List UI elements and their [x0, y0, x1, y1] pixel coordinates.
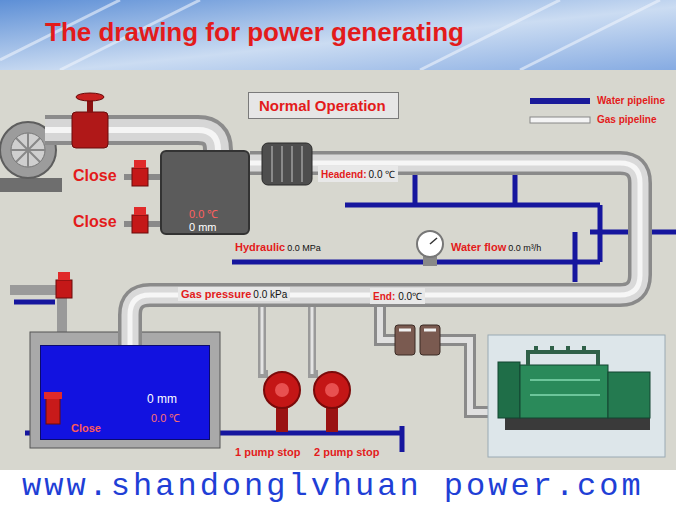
filter-band: [399, 329, 436, 332]
valve-actuator: [44, 392, 62, 399]
readout: Gas pressure0.0 kPa: [178, 287, 290, 301]
genset-radiator: [498, 362, 520, 418]
pump-hub: [325, 383, 339, 397]
reading-value: 0.0 MPa: [287, 243, 321, 253]
pump-state: 1 pump stop: [235, 446, 300, 458]
panel-ground: [0, 70, 676, 470]
pump-pipes: [262, 305, 318, 374]
gate-valve: [72, 112, 108, 148]
reading-value: 0.0 m³/h: [508, 243, 541, 253]
genset-engine: [520, 365, 608, 418]
readout: End:0.0℃: [370, 288, 425, 304]
water-pipeline: [14, 155, 676, 452]
scrubber-tank: 0.0 ℃0 mm: [160, 150, 250, 235]
genset-base: [505, 418, 650, 430]
reading-name: End:: [373, 291, 395, 302]
valve-actuator: [58, 272, 70, 280]
readout: Water flow0.0 m³/h: [448, 240, 544, 254]
water-tank: 0 mm 0.0 ℃ Close: [40, 345, 210, 440]
temperature-value: 0.0 ℃: [151, 410, 180, 425]
header-streaks: [0, 0, 660, 70]
pump-state: 2 pump stop: [314, 446, 379, 458]
reading-name: Headend:: [321, 169, 367, 180]
gas-branch-shine: [380, 305, 492, 412]
temperature-value: 0.0 ℃: [189, 206, 218, 221]
reading-value: 0.0 ℃: [369, 167, 396, 181]
reading-name: Water flow: [451, 241, 506, 253]
gauge-needle: [430, 238, 437, 244]
fan-base: [0, 178, 62, 192]
footer-ground: [0, 470, 676, 505]
valve-wheel: [76, 93, 104, 101]
tank-shell: [30, 332, 220, 448]
solenoid-valve: [56, 280, 72, 298]
flow-gauge: [417, 231, 443, 257]
fan-wheel: [11, 133, 45, 167]
reading-value: 0.0 kPa: [253, 289, 287, 300]
water-pump: [264, 372, 300, 408]
legend-text: Water pipeline: [597, 95, 665, 106]
engine-detail: [530, 380, 600, 395]
filter-ribs: [272, 146, 302, 182]
valve-actuator: [134, 207, 146, 215]
gas-branch-pipe: [380, 305, 492, 412]
reading-name: Gas pressure: [181, 288, 251, 300]
pump-pipe-shine: [262, 305, 312, 374]
status-text: Normal Operation: [259, 97, 388, 114]
solenoid-valve: [132, 168, 148, 186]
legend-text: Gas pipeline: [597, 114, 656, 125]
inline-filter: [262, 143, 312, 185]
genset-panel: [488, 335, 665, 457]
pump-hub: [275, 383, 289, 397]
valve-state: Close: [73, 167, 117, 185]
engine-manifold: [528, 346, 598, 365]
readout: Hydraulic0.0 MPa: [232, 240, 324, 254]
level-value: 0 mm: [147, 392, 177, 406]
solenoid-valve: [132, 215, 148, 233]
water-pump: [314, 372, 350, 408]
genset-alternator: [608, 372, 650, 418]
valve-state: Close: [71, 422, 101, 434]
gas-line-sample: [530, 117, 590, 123]
header-band: [0, 0, 676, 70]
valve-state: Close: [73, 213, 117, 231]
water-line-sample: [530, 98, 590, 104]
drain-valve: [46, 398, 60, 424]
level-value: 0 mm: [189, 221, 217, 233]
reading-value: 0.0℃: [398, 289, 422, 303]
tank-water: [40, 345, 210, 440]
status-box: Normal Operation: [248, 92, 399, 119]
fan-spokes: [11, 133, 45, 167]
readout: Headend:0.0 ℃: [318, 166, 398, 182]
title-text: The drawing for power generating: [45, 17, 464, 48]
valve-actuator: [134, 160, 146, 168]
watermark: www.shandonglvhuan power.com: [22, 471, 644, 503]
reading-name: Hydraulic: [235, 241, 285, 253]
